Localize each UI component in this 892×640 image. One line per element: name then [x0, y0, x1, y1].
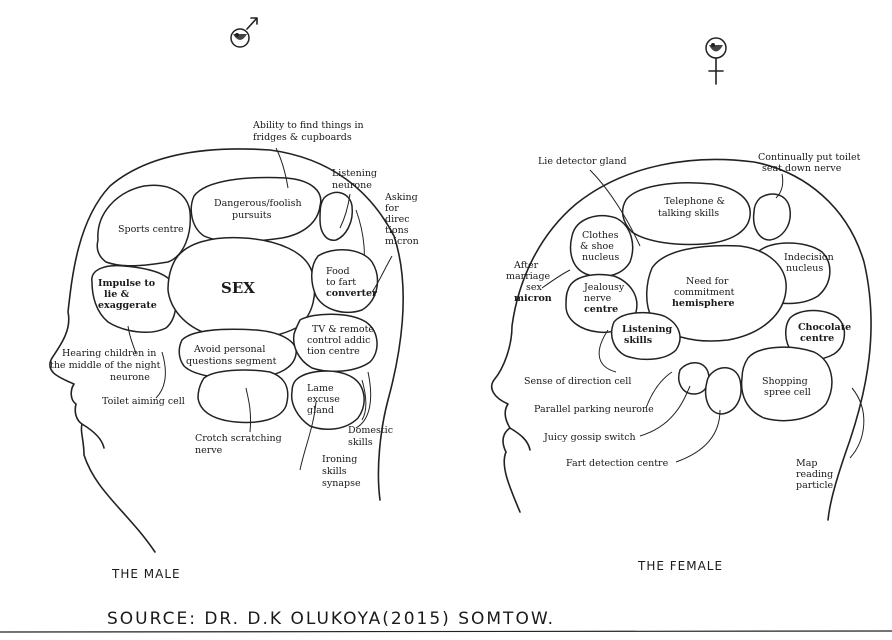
svg-text:Toilet aiming cell: Toilet aiming cell [102, 396, 185, 407]
female-symbol-icon [706, 38, 726, 84]
source-underline [0, 631, 892, 632]
svg-text:Fart detection centre: Fart detection centre [566, 458, 669, 469]
source-caption: SOURCE: DR. D.K OLUKOYA(2015) SOMTOW. [107, 609, 555, 629]
svg-text:Parallel parking neurone: Parallel parking neurone [534, 404, 654, 415]
svg-text:SEX: SEX [221, 279, 255, 297]
region-crotch [198, 370, 288, 422]
svg-text:Telephone &talking skills: Telephone &talking skills [658, 196, 725, 219]
region-listening [320, 192, 352, 240]
svg-text:Sports centre: Sports centre [118, 224, 184, 235]
male-symbol-icon [231, 18, 257, 47]
female-caption: THE FEMALE [637, 559, 723, 573]
male-caption: THE MALE [111, 567, 181, 581]
svg-text:Lie detector gland: Lie detector gland [538, 156, 627, 167]
region-juicy [706, 368, 741, 414]
svg-text:Sense of direction cell: Sense of direction cell [524, 376, 631, 387]
region-parallel [679, 363, 709, 394]
svg-text:Juicy gossip switch: Juicy gossip switch [543, 432, 636, 443]
region-seat [754, 194, 791, 240]
